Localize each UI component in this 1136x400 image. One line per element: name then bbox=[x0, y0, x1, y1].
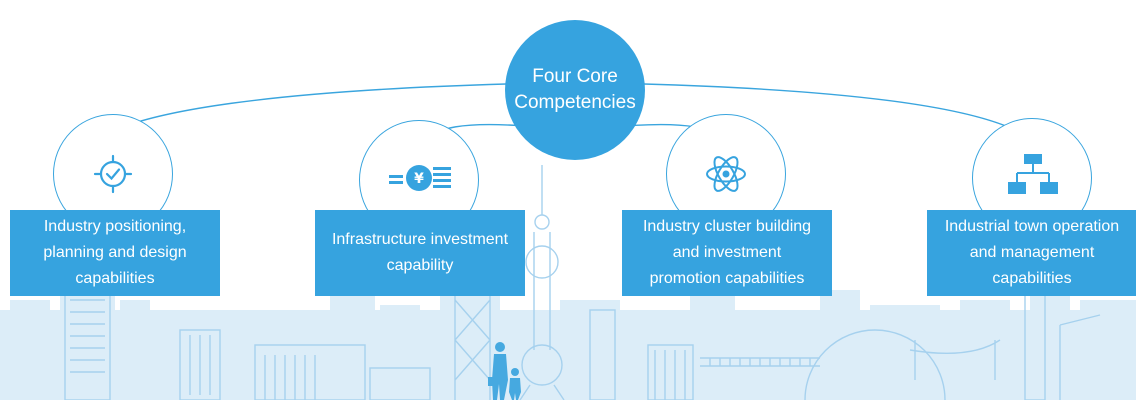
competency-2-line-1: Infrastructure investment bbox=[331, 231, 509, 248]
competency-4-line-2: and management bbox=[969, 244, 1095, 261]
competency-label-4: Industrial town operation and management… bbox=[927, 210, 1136, 296]
competency-label-1: Industry positioning, planning and desig… bbox=[10, 210, 220, 296]
svg-text:¥: ¥ bbox=[414, 171, 424, 187]
atom-icon bbox=[706, 156, 746, 192]
yen-coins-icon: ¥ bbox=[389, 165, 451, 191]
center-hub: Four Core Competencies bbox=[505, 20, 645, 160]
center-title-line1: Four Core bbox=[532, 66, 618, 87]
competency-label-3: Industry cluster building and investment… bbox=[622, 210, 832, 296]
competency-3-line-1: Industry cluster building bbox=[642, 218, 812, 235]
org-chart-icon bbox=[1008, 154, 1058, 194]
competency-1-line-2: planning and design bbox=[43, 244, 187, 261]
target-check-icon bbox=[93, 154, 133, 194]
competency-3-line-2: and investment bbox=[672, 244, 782, 261]
competency-4-line-3: capabilities bbox=[992, 270, 1072, 287]
competency-4-line-1: Industrial town operation bbox=[944, 218, 1120, 235]
competency-2-line-2: capability bbox=[386, 257, 454, 274]
competency-1-line-3: capabilities bbox=[75, 270, 155, 287]
competency-3-line-3: promotion capabilities bbox=[649, 270, 805, 287]
competency-label-2: Infrastructure investment capability bbox=[315, 210, 525, 296]
center-title-line2: Competencies bbox=[514, 92, 636, 113]
competency-1-line-1: Industry positioning, bbox=[43, 218, 187, 235]
